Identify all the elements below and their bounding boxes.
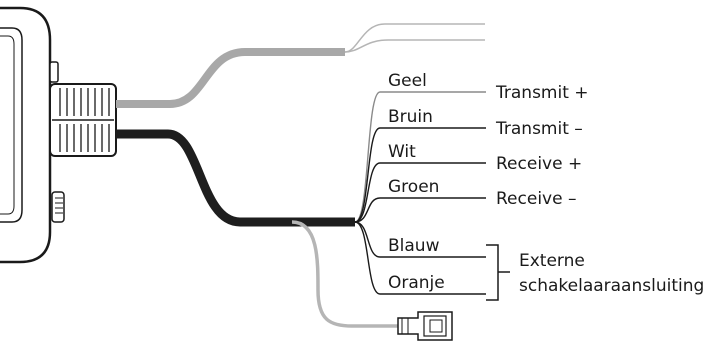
grey-cable — [116, 23, 485, 108]
switch-bracket — [486, 244, 510, 301]
wire-labels: Geel Bruin Wit Groen Blauw Oranje — [388, 71, 445, 293]
wire-label-groen: Groen — [388, 177, 439, 197]
wire-groen-line — [354, 197, 486, 223]
signal-transmit-plus: Transmit + — [495, 83, 589, 103]
wire-fanout — [354, 91, 486, 295]
cable-connector — [49, 83, 117, 157]
wire-bruin-line — [354, 127, 486, 223]
wire-label-blauw: Blauw — [388, 236, 440, 256]
signal-receive-minus: Receive – — [496, 189, 576, 209]
signal-labels: Transmit + Transmit – Receive + Receive … — [495, 83, 589, 209]
ribbed-knob — [51, 191, 65, 223]
db-connector-icon — [397, 311, 453, 341]
wire-oranje-line — [354, 221, 486, 295]
switch-connection-line2: schakelaaraansluiting — [519, 276, 704, 296]
wire-label-oranje: Oranje — [388, 273, 445, 293]
wire-geel-line — [354, 91, 486, 223]
wire-wit-line — [354, 162, 486, 223]
device-body — [0, 6, 65, 264]
black-cable — [116, 129, 355, 227]
grey-wire-to-db-connector — [291, 220, 398, 328]
wire-label-geel: Geel — [388, 71, 427, 91]
signal-transmit-minus: Transmit – — [495, 119, 583, 139]
signal-receive-plus: Receive + — [496, 154, 582, 174]
switch-connection-line1: Externe — [519, 251, 585, 271]
wire-blauw-line — [354, 221, 486, 258]
wire-label-wit: Wit — [388, 142, 416, 162]
wire-label-bruin: Bruin — [388, 107, 433, 127]
